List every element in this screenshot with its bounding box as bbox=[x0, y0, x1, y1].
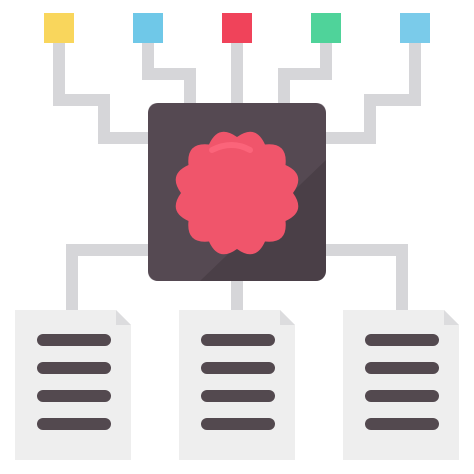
input-red-square bbox=[222, 13, 252, 43]
input-blue-square bbox=[133, 13, 163, 43]
output-documents bbox=[15, 310, 459, 460]
connector-line-6 bbox=[66, 244, 150, 310]
connector-line-1 bbox=[53, 42, 150, 144]
connector-lines bbox=[53, 42, 421, 310]
brain-icon bbox=[175, 131, 299, 255]
input-green-square bbox=[311, 13, 341, 43]
document-right-fold bbox=[444, 310, 459, 325]
document-middle bbox=[179, 310, 295, 460]
input-lightblue-square bbox=[400, 13, 430, 43]
input-nodes bbox=[44, 13, 430, 43]
brain-shine bbox=[209, 142, 253, 153]
connector-line-8 bbox=[325, 244, 408, 310]
document-right bbox=[343, 310, 459, 460]
document-left-page bbox=[15, 310, 131, 460]
document-left bbox=[15, 310, 131, 460]
document-right-page bbox=[343, 310, 459, 460]
document-left-fold bbox=[116, 310, 131, 325]
document-middle-page bbox=[179, 310, 295, 460]
input-yellow-square bbox=[44, 13, 74, 43]
document-middle-fold bbox=[280, 310, 295, 325]
connector-line-5 bbox=[325, 42, 421, 144]
connector-line-4 bbox=[278, 42, 332, 104]
processor-chip bbox=[148, 103, 326, 281]
connector-line-2 bbox=[142, 42, 196, 104]
